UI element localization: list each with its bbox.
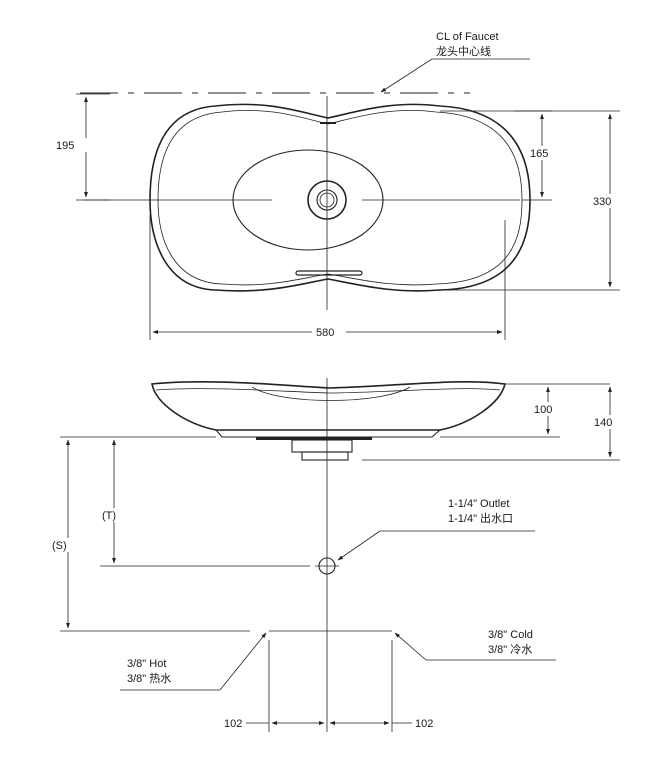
outlet-label-cn: 1-1/4" 出水口 (448, 511, 513, 525)
dim-195-label: 195 (56, 140, 74, 152)
overflow-slot (295, 270, 363, 276)
basin-side-rim (155, 388, 501, 394)
dim-580-label: 580 (316, 327, 334, 339)
dim-140-label: 140 (594, 417, 612, 429)
cold-label-cn: 3/8" 冷水 (488, 643, 532, 656)
dim-T-label: (T) (102, 510, 116, 522)
side-view: 100 140 (T) (S) 1-1/4" Outlet 1-1/4" 出水口 (50, 378, 630, 732)
cold-label-en: 3/8" Cold (488, 629, 533, 641)
dim-102-left-label: 102 (224, 718, 242, 730)
drain-flange (256, 437, 372, 440)
dim-100-label: 100 (534, 404, 552, 416)
top-view: CL of Faucet 龙头中心线 195 165 330 580 (52, 31, 630, 340)
basin-top-outline (149, 103, 531, 292)
basin-side-profile (151, 381, 506, 431)
outlet-label-en: 1-1/4" Outlet (448, 498, 509, 510)
faucet-cl-leader-arrow (380, 58, 433, 93)
dim-102-right-label: 102 (415, 718, 433, 730)
basin-side-bowl (251, 386, 411, 401)
hot-label-cn: 3/8" 热水 (127, 672, 171, 685)
basin-top-inner-rim (157, 109, 523, 286)
dim-165-label: 165 (530, 148, 548, 160)
basin-side-foot (215, 429, 441, 438)
drain-tail (301, 451, 349, 461)
hot-leader-arrow (219, 632, 267, 691)
outlet-leader-arrow (337, 530, 381, 561)
faucet-cl-label-en: CL of Faucet (436, 31, 499, 43)
cold-leader-arrow (394, 632, 427, 661)
faucet-cl-label-cn: 龙头中心线 (436, 44, 491, 58)
dim-330-label: 330 (593, 196, 611, 208)
drain-body (291, 439, 353, 453)
dim-S-label: (S) (52, 540, 67, 552)
hot-label-en: 3/8" Hot (127, 658, 166, 670)
